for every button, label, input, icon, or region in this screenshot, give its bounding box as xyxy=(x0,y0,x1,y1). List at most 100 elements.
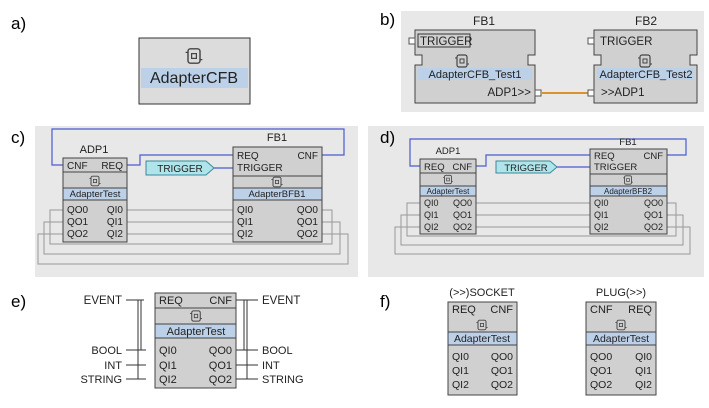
data-port-left: QI0 xyxy=(237,205,254,216)
data-input-port: QI2 xyxy=(159,374,177,386)
data-port-right: QI1 xyxy=(635,365,652,377)
fb2-title: FB2 xyxy=(635,14,657,28)
data-port-right: QO0 xyxy=(297,205,319,216)
panel-c-wires xyxy=(37,128,349,265)
fb2-instance-name: AdapterCFB_Test2 xyxy=(600,69,693,81)
data-input-port: QI1 xyxy=(159,360,177,372)
plug-title: PLUG(>>) xyxy=(596,287,646,299)
data-port-left: QO0 xyxy=(590,351,612,363)
data-port-left: QO1 xyxy=(590,365,612,377)
data-port-right: QI1 xyxy=(107,217,124,228)
data-port-left: QI2 xyxy=(594,222,609,232)
data-port-left: QI1 xyxy=(594,210,609,220)
fb-event-input: TRIGGER xyxy=(237,163,283,174)
data-port-right: QO2 xyxy=(644,222,663,232)
adapter-type-name: AdapterTest xyxy=(454,333,510,345)
data-port-left: QI0 xyxy=(452,351,469,363)
panel-label-f: f) xyxy=(380,292,391,311)
data-port-right: QO2 xyxy=(453,222,472,232)
data-port-left: QI1 xyxy=(452,365,469,377)
socket-title: (>>)SOCKET xyxy=(449,287,515,299)
fb1-title: FB1 xyxy=(473,14,495,28)
data-port-left: QO0 xyxy=(67,205,89,216)
data-port-right: QI0 xyxy=(635,351,652,363)
data-output-type: BOOL xyxy=(262,345,293,357)
data-output-port: QO2 xyxy=(209,374,232,386)
event-input-port: REQ xyxy=(159,295,183,307)
trigger-input-c[interactable]: TRIGGER xyxy=(145,160,233,176)
data-output-type: INT xyxy=(262,360,280,372)
data-port-left: QI2 xyxy=(452,379,469,391)
data-port-left: QO1 xyxy=(67,217,89,228)
fb2-event-input: TRIGGER xyxy=(600,36,652,48)
adapter-event-right: REQ xyxy=(101,161,123,172)
event-output-port: CNF xyxy=(590,304,613,316)
trigger-label: TRIGGER xyxy=(157,164,203,175)
data-input-type: INT xyxy=(104,360,122,372)
panel-label-e: e) xyxy=(11,292,27,311)
adapter-event-left: REQ xyxy=(424,162,445,173)
data-port-right: QI2 xyxy=(107,229,124,240)
data-port-left: QI2 xyxy=(237,229,254,240)
data-port-left: QO2 xyxy=(67,229,89,240)
data-output-type: STRING xyxy=(262,374,304,386)
fb2-adapter-input: >>ADP1 xyxy=(601,87,644,99)
data-port-right: QO1 xyxy=(453,210,472,220)
panel-label-c: c) xyxy=(11,128,26,147)
data-port-right: QI2 xyxy=(635,379,652,391)
adapter-title: ADP1 xyxy=(436,146,461,157)
data-output-port: QO0 xyxy=(209,345,232,357)
block-name: AdapterCFB xyxy=(150,70,238,87)
fb-type-name: AdapterBFB2 xyxy=(604,187,653,196)
fb-title: FB1 xyxy=(619,137,636,148)
adapter-title: ADP1 xyxy=(80,144,109,156)
trigger-label: TRIGGER xyxy=(504,163,547,174)
data-port-left: QI2 xyxy=(424,222,439,232)
fb1-block-c[interactable]: FB1 REQ TRIGGER CNF AdapterBFB1 QI0 QI1 … xyxy=(232,132,323,243)
panel-label-d: d) xyxy=(380,128,396,147)
adapter-type-name: AdapterTest xyxy=(167,326,226,338)
fb-event-input: TRIGGER xyxy=(594,162,637,173)
data-port-left: QO2 xyxy=(590,379,612,391)
fb1-instance-name: AdapterCFB_Test1 xyxy=(429,69,522,81)
event-input-port: REQ xyxy=(452,304,476,316)
fb1-block-d[interactable]: FB1 REQ TRIGGER CNF AdapterBFB2 QI0 QI1 … xyxy=(589,137,668,235)
fb1-event-input: TRIGGER xyxy=(420,36,472,48)
data-port-right: QI0 xyxy=(107,205,124,216)
data-input-port: QI0 xyxy=(159,345,177,357)
adapter-type-name: AdapterTest xyxy=(427,187,470,196)
socket-adapter-f[interactable]: (>>)SOCKET REQ CNF AdapterTest QI0 QI1 Q… xyxy=(447,287,518,396)
data-port-left: QI1 xyxy=(424,210,439,220)
event-input-type: EVENT xyxy=(84,295,122,307)
data-port-right: QO0 xyxy=(453,198,472,208)
adapter-type-name: AdapterTest xyxy=(70,189,121,200)
event-output-port: CNF xyxy=(209,295,232,307)
event-output-type: EVENT xyxy=(262,295,300,307)
panel-a-block[interactable]: AdapterCFB xyxy=(138,37,251,105)
data-output-port: QO1 xyxy=(209,360,232,372)
adapter-adp1-c[interactable]: ADP1 CNF REQ AdapterTest QO0 QO1 QO2 QI0… xyxy=(62,144,128,243)
data-port-right: QO0 xyxy=(491,351,513,363)
fb2-block[interactable]: FB2 TRIGGER AdapterCFB_Test2 >>ADP1 xyxy=(587,14,698,104)
event-input-port: REQ xyxy=(628,304,652,316)
adapter-type-name: AdapterTest xyxy=(593,333,649,345)
plug-adapter-f[interactable]: PLUG(>>) CNF REQ AdapterTest QO0 QO1 QO2… xyxy=(585,287,657,396)
trigger-input-d[interactable]: TRIGGER xyxy=(495,160,590,174)
data-port-right: QO1 xyxy=(297,217,319,228)
event-output-port: CNF xyxy=(490,304,513,316)
fb1-block[interactable]: FB1 TRIGGER AdapterCFB_Test1 ADP1>> xyxy=(408,14,542,104)
fb-type-name: AdapterBFB1 xyxy=(248,189,305,200)
fb-title: FB1 xyxy=(267,132,287,144)
fb-event-output: CNF xyxy=(643,151,663,162)
data-input-type: STRING xyxy=(80,374,122,386)
adapter-interface-e[interactable]: EVENT EVENT REQ CNF AdapterTest BOOL INT… xyxy=(80,292,304,389)
adapter-adp1-d[interactable]: ADP1 REQ CNF AdapterTest QI0 QI1 QI2 QO0… xyxy=(419,146,477,235)
data-input-type: BOOL xyxy=(91,345,122,357)
fb-event-output: CNF xyxy=(297,151,318,162)
panel-label-b: b) xyxy=(380,10,396,29)
data-port-left: QI0 xyxy=(424,198,439,208)
panel-label-a: a) xyxy=(11,14,27,33)
adapter-event-right: CNF xyxy=(452,162,472,173)
data-port-left: QI1 xyxy=(237,217,254,228)
